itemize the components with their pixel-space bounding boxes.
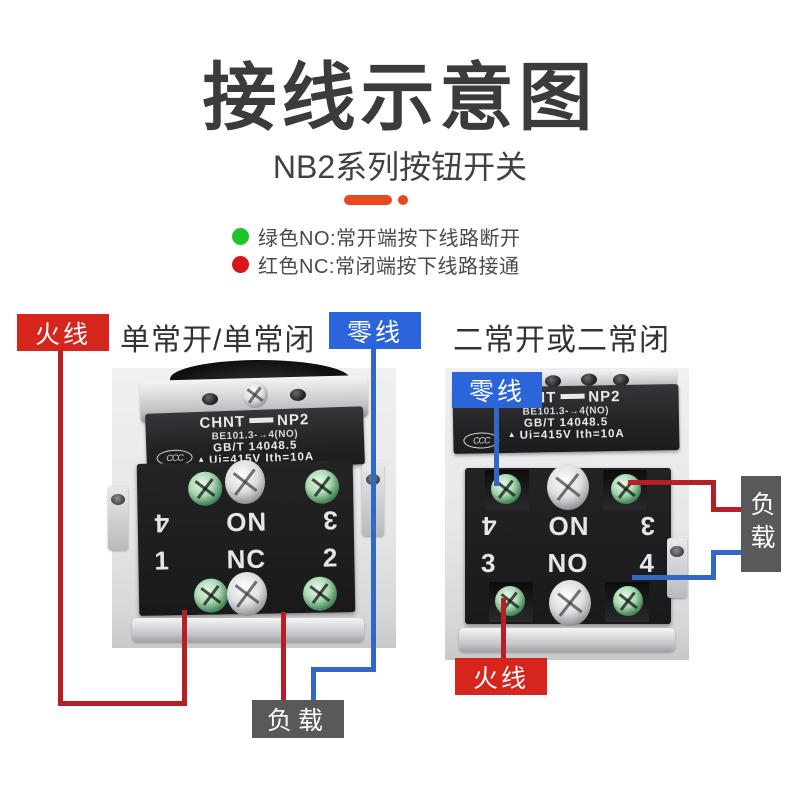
accent-bar <box>344 195 392 205</box>
neutral-wire-segment <box>311 667 376 672</box>
load-wire-segment <box>628 480 716 485</box>
page-title: 接线示意图 <box>202 56 598 139</box>
left-section-heading: 单常开/单常闭 <box>120 324 316 357</box>
terminal-screw <box>187 471 223 506</box>
side-tab <box>667 538 687 598</box>
live-wire-tag-left: 火线 <box>17 314 109 351</box>
accent-dot <box>398 195 408 205</box>
center-screw <box>549 580 591 626</box>
neutral-wire-tag-right: 零线 <box>452 372 542 408</box>
bottom-flange <box>132 618 364 642</box>
live-wire-segment <box>182 610 187 706</box>
right-section-heading: 二常开或二常闭 <box>453 324 670 357</box>
legend: 绿色NO:常开端按下线路断开 红色NC:常闭端按下线路接通 <box>232 222 521 278</box>
neutral-wire-tag-left: 零线 <box>329 312 421 349</box>
neutral-wire-segment <box>494 406 499 486</box>
series-subtitle: NB2系列按钮开关 <box>272 149 528 185</box>
load-wire-segment <box>711 507 743 512</box>
terminal-screw <box>495 586 525 616</box>
terminal-screw <box>611 474 641 504</box>
legend-item-nc: 红色NC:常闭端按下线路接通 <box>232 250 521 278</box>
load-wire-segment <box>632 575 716 580</box>
terminal-screw <box>613 586 643 616</box>
load-wire-segment <box>281 612 286 702</box>
neutral-wire-segment <box>311 667 316 703</box>
bottom-flange <box>459 628 675 652</box>
load-tag-right: 负载 <box>741 476 781 572</box>
load-wire-segment <box>711 480 716 512</box>
load-wire-segment <box>711 550 743 555</box>
side-tab <box>108 486 128 550</box>
center-screw <box>226 571 268 617</box>
dash-mark <box>560 393 585 400</box>
center-screw <box>224 459 266 505</box>
neutral-wire-segment <box>371 346 376 672</box>
load-wire-segment <box>711 550 716 580</box>
live-wire-segment <box>501 598 506 660</box>
legend-item-no: 绿色NO:常开端按下线路断开 <box>232 222 521 250</box>
dash-mark <box>249 417 274 424</box>
terminal-screw <box>302 576 338 612</box>
terminal-screw <box>193 578 229 613</box>
live-wire-segment <box>58 701 187 706</box>
legend-text-no: 绿色NO:常开端按下线路断开 <box>258 227 521 250</box>
red-dot-icon <box>232 255 249 273</box>
terminal-screw <box>304 469 340 504</box>
legend-text-nc: 红色NC:常闭端按下线路接通 <box>258 255 520 278</box>
green-dot-icon <box>232 227 249 245</box>
load-tag-left: 负载 <box>252 700 344 738</box>
center-screw <box>547 464 589 510</box>
live-wire-tag-right: 火线 <box>455 658 547 695</box>
live-wire-segment <box>58 350 63 706</box>
